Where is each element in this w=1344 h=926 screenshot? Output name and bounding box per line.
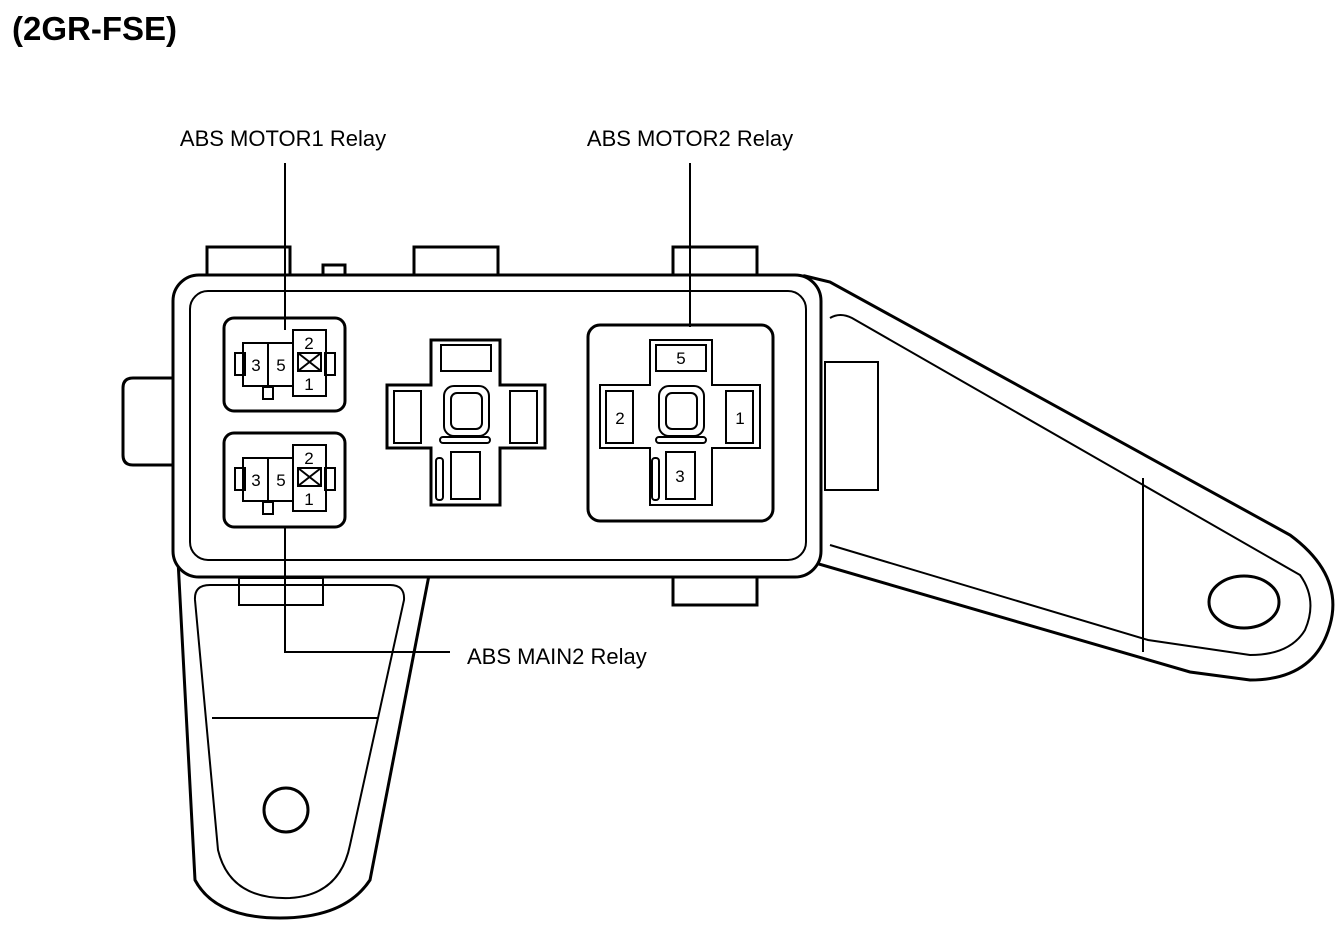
motor2-pin-5: 5 (676, 349, 685, 368)
abs-main2-relay: 3 5 2 1 (222, 431, 347, 529)
main2-pin-2: 2 (304, 449, 313, 468)
abs-motor2-relay: 5 2 1 3 (586, 323, 775, 523)
label-abs-motor1-relay: ABS MOTOR1 Relay (180, 126, 386, 151)
empty-relay-socket (385, 338, 547, 507)
bottom-mounting-bracket (176, 558, 432, 920)
main2-pin-1: 1 (304, 490, 313, 509)
main2-pin-5: 5 (276, 471, 285, 490)
left-side-tab (121, 376, 180, 467)
bracket-hole-right (1207, 574, 1281, 630)
motor2-pin-2: 2 (615, 409, 624, 428)
main2-pin-3: 3 (251, 471, 260, 490)
motor1-pin-1: 1 (304, 375, 313, 394)
bracket-hole-bottom (262, 786, 310, 834)
abs-motor1-relay: 3 5 2 1 (222, 316, 347, 413)
diagram-title: (2GR-FSE) (12, 10, 177, 47)
motor2-pin-3: 3 (675, 467, 684, 486)
motor1-pin-5: 5 (276, 356, 285, 375)
label-abs-motor2-relay: ABS MOTOR2 Relay (587, 126, 793, 151)
right-mounting-bracket (803, 274, 1335, 682)
motor1-pin-2: 2 (304, 334, 313, 353)
motor1-pin-3: 3 (251, 356, 260, 375)
leader-lines (284, 163, 691, 653)
motor2-pin-1: 1 (735, 409, 744, 428)
label-abs-main2-relay: ABS MAIN2 Relay (467, 644, 647, 669)
